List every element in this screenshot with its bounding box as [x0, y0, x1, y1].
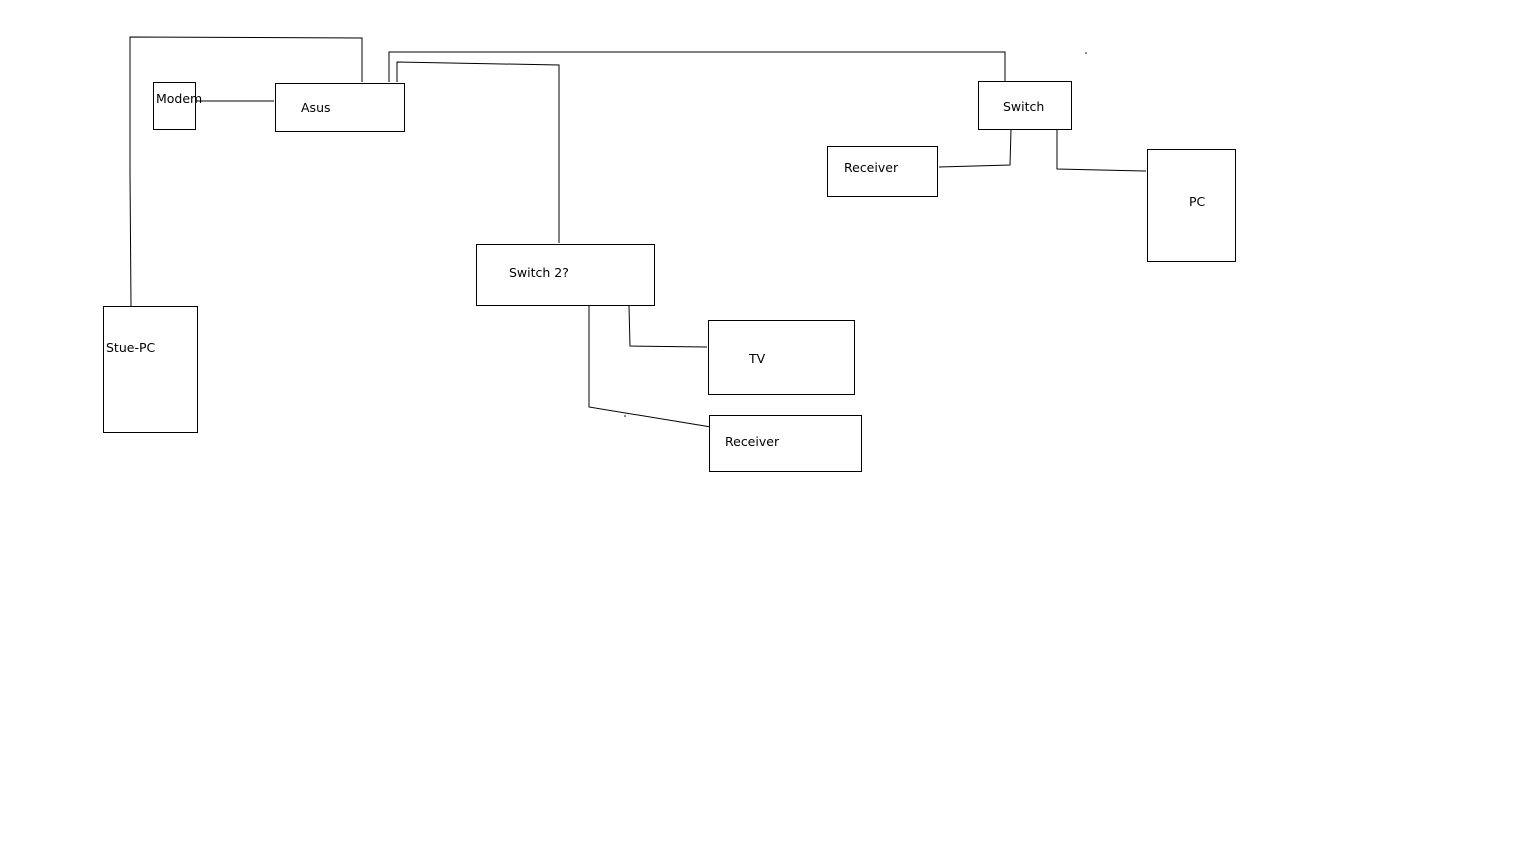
- link-asus-switch: [388, 51, 1006, 82]
- link-switch2-tv: [628, 305, 708, 348]
- connections: [129, 36, 1147, 428]
- node-receiver-bottom: Receiver: [709, 415, 862, 472]
- node-asus-label: Asus: [301, 100, 331, 115]
- node-receiver-top: Receiver: [827, 146, 938, 197]
- node-modem: Modem: [153, 82, 202, 130]
- node-stue-pc-label: Stue-PC: [106, 340, 155, 355]
- link-switch-receiver-top: [938, 129, 1012, 168]
- node-switch-label: Switch: [1003, 99, 1044, 114]
- node-pc-label: PC: [1189, 194, 1206, 209]
- node-receiver-bottom-label: Receiver: [725, 434, 780, 449]
- node-tv-label: TV: [748, 351, 766, 366]
- node-switch2-label: Switch 2?: [509, 265, 569, 280]
- node-pc: PC: [1147, 149, 1236, 262]
- stray-dot: [1085, 52, 1087, 54]
- node-switch2: Switch 2?: [476, 244, 655, 306]
- link-switch2-receiver-bottom: [588, 306, 712, 428]
- node-asus: Asus: [275, 83, 405, 132]
- node-receiver-top-label: Receiver: [844, 160, 899, 175]
- link-stuepc-asus: [129, 36, 363, 307]
- link-asus-switch2: [396, 61, 560, 243]
- link-switch-pc: [1056, 130, 1147, 172]
- node-stue-pc: Stue-PC: [103, 306, 198, 433]
- stray-dot: [624, 415, 626, 417]
- node-tv: TV: [708, 320, 855, 395]
- node-switch: Switch: [978, 81, 1072, 130]
- node-modem-label: Modem: [156, 91, 202, 106]
